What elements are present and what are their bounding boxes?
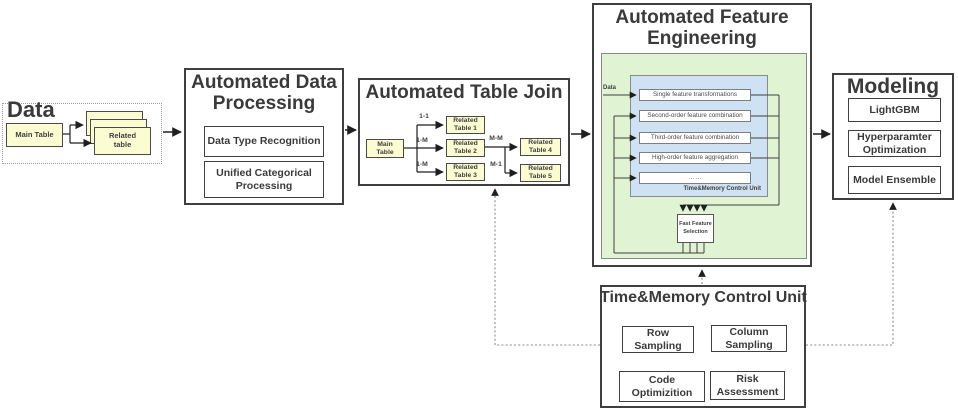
- adp-title: Automated Data Processing: [191, 72, 337, 114]
- atj-main-table-label: Main Table: [376, 140, 394, 156]
- related-table-2-box: Related Table 2: [446, 139, 485, 157]
- afe-input-label: Data: [603, 85, 617, 91]
- related-table-label: Related table: [108, 131, 137, 149]
- modeling-title: Modeling: [846, 75, 940, 98]
- fast-feature-selection-label: Fast Feature Selection: [679, 221, 712, 235]
- atj-title: Automated Table Join: [365, 82, 563, 103]
- related-table-4-box: Related Table 4: [520, 138, 561, 156]
- related-table-5-box: Related Table 5: [520, 164, 561, 182]
- modeling-item-label: Model Ensemble: [853, 173, 936, 186]
- edge-label-1-m-b: 1-M: [416, 161, 428, 168]
- atj-main-table-box: Main Table: [366, 139, 404, 158]
- edge-label-m-m: M-M: [489, 135, 503, 142]
- adp-item-data-type-recognition: Data Type Recognition: [204, 126, 324, 157]
- related-table-5-label: Related Table 5: [528, 165, 553, 180]
- data-section-title: Data: [7, 97, 55, 122]
- afe-row-single-transformations: Single feature transformations: [639, 89, 751, 101]
- modeling-item-label: Hyperparamter Optimization: [857, 131, 932, 156]
- modeling-item-hyperparameter: Hyperparamter Optimization: [848, 130, 941, 157]
- main-table-box: Main Table: [6, 123, 63, 147]
- edge-label-1-1: 1-1: [419, 113, 429, 120]
- tmcu-item-label: Column Sampling: [725, 326, 773, 351]
- afe-row-label: High-order feature aggregation: [651, 153, 739, 161]
- related-table-3-label: Related Table 3: [453, 164, 478, 179]
- adp-item-label: Unified Categorical Processing: [216, 167, 312, 192]
- modeling-item-lightgbm: LightGBM: [848, 98, 941, 122]
- related-table-3-box: Related Table 3: [446, 163, 485, 181]
- related-table-4-label: Related Table 4: [528, 139, 553, 154]
- tmcu-item-label: Risk Assessment: [716, 373, 779, 398]
- edge-label-1-m-a: 1-M: [416, 137, 428, 144]
- afe-row-label: Third-order feature combination: [650, 133, 740, 141]
- afe-control-label: Time&Memory Control Unit: [683, 186, 761, 192]
- modeling-item-model-ensemble: Model Ensemble: [848, 166, 941, 194]
- fast-feature-selection-box: Fast Feature Selection: [677, 214, 714, 243]
- tmcu-item-code-optimization: Code Optimizition: [619, 371, 705, 402]
- dotted-arrow-tmcu-to-modeling: [806, 202, 897, 346]
- afe-row-high-order: High-order feature aggregation: [639, 152, 751, 164]
- data-section: [2, 103, 162, 164]
- related-table-2-label: Related Table 2: [453, 140, 478, 155]
- afe-row-third-order: Third-order feature combination: [639, 132, 751, 144]
- edge-label-m-1: M-1: [490, 161, 502, 168]
- related-table-stack: Related table: [94, 127, 151, 155]
- afe-row-label: Single feature transformations: [652, 90, 737, 98]
- modeling-item-label: LightGBM: [869, 103, 920, 116]
- afe-title: Automated Feature Engineering: [615, 7, 789, 49]
- adp-item-unified-categorical: Unified Categorical Processing: [204, 161, 324, 198]
- main-table-label: Main Table: [15, 129, 54, 139]
- afe-row-ellipsis: ... ...: [639, 172, 751, 184]
- tmcu-item-row-sampling: Row Sampling: [622, 326, 694, 353]
- afe-row-second-order: Second-order feature combination: [639, 110, 751, 122]
- tmcu-item-risk-assessment: Risk Assessment: [710, 371, 785, 400]
- dotted-arrow-tmcu-to-atj: [491, 188, 600, 346]
- adp-item-label: Data Type Recognition: [207, 135, 321, 148]
- tmcu-title: Time&Memory Control Unit: [600, 289, 807, 306]
- tmcu-item-column-sampling: Column Sampling: [711, 325, 787, 352]
- tmcu-item-label: Code Optimizition: [631, 374, 693, 399]
- tmcu-item-label: Row Sampling: [634, 327, 682, 352]
- afe-row-label: ... ...: [688, 173, 702, 181]
- related-table-1-label: Related Table 1: [453, 117, 478, 132]
- related-table-1-box: Related Table 1: [446, 116, 485, 134]
- afe-row-label: Second-order feature combination: [647, 111, 743, 119]
